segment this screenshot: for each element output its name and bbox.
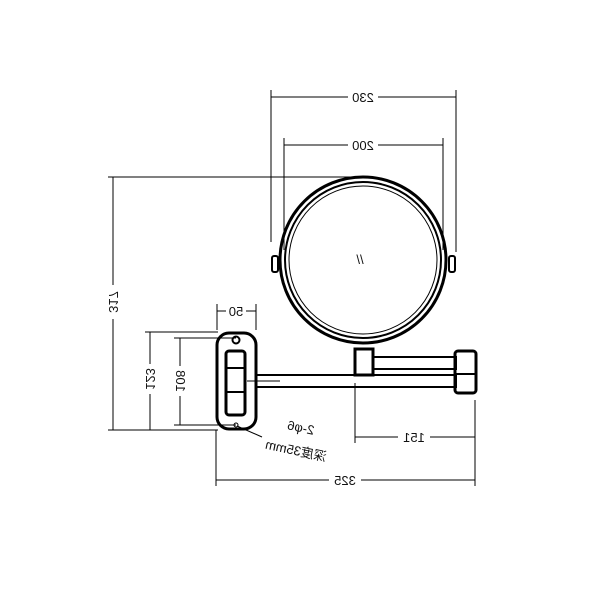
dim-label-325: 325	[334, 473, 356, 488]
dim-label-200: 200	[352, 138, 374, 153]
mirror-head: //	[271, 175, 456, 345]
dim-123: 123	[142, 331, 218, 430]
dim-230: 230	[270, 89, 457, 252]
dim-label-317: 317	[106, 291, 121, 313]
dim-108: 108	[172, 337, 236, 426]
mirror-mark: //	[356, 252, 364, 267]
hole-depth: 深度35mm	[264, 437, 328, 465]
dim-label-230: 230	[352, 90, 374, 105]
dim-317: 317	[105, 176, 362, 431]
dim-label-50: 50	[229, 304, 243, 319]
swing-arm	[247, 347, 478, 395]
hole-annotation: 2-φ6 深度35mm	[236, 417, 328, 465]
dim-label-151: 151	[403, 430, 425, 445]
dim-label-108: 108	[173, 370, 188, 392]
dim-325: 325	[215, 430, 476, 488]
dim-label-123: 123	[143, 368, 158, 390]
dim-50: 50	[216, 303, 257, 330]
dim-200: 200	[283, 137, 444, 250]
hole-spec: 2-φ6	[286, 417, 316, 437]
dim-151: 151	[354, 383, 476, 445]
